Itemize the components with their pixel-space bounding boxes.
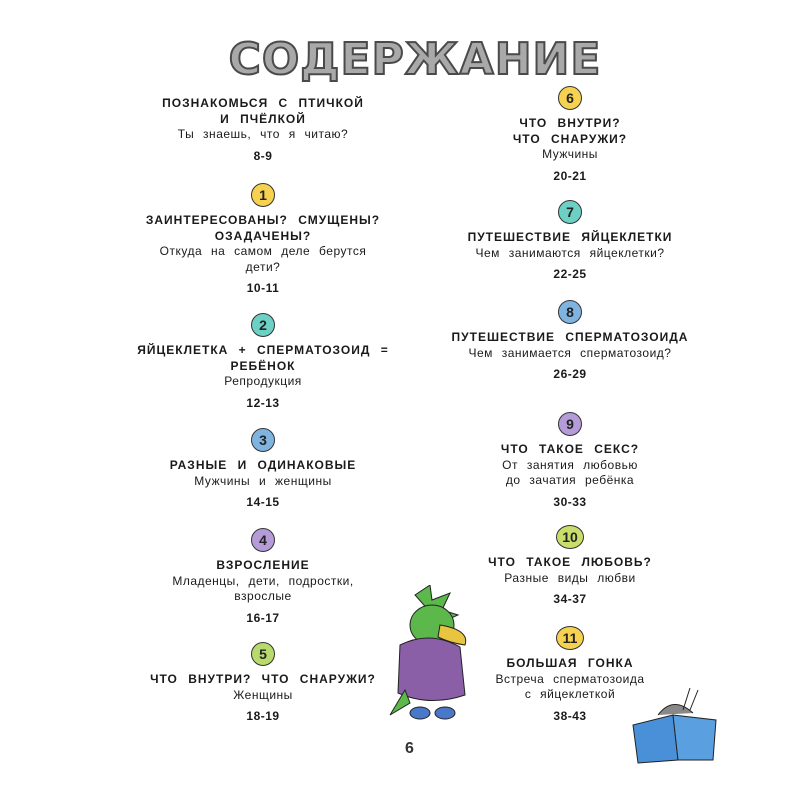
- chapter-subtitle: Младенцы, дети, подростки,: [172, 573, 354, 588]
- chapter-title: ЗАИНТЕРЕСОВАНЫ? СМУЩЕНЫ?: [145, 213, 381, 227]
- chapter-pages: 22-25: [553, 267, 587, 281]
- chapter-pages: 16-17: [246, 610, 280, 625]
- chapter-subtitle: Чем занимается сперматозоид?: [468, 345, 672, 360]
- chapter-subtitle: Мужчины: [542, 147, 598, 161]
- chapter-number-badge: 8: [558, 300, 582, 324]
- chapter-subtitle: Откуда на самом деле берутся: [159, 244, 367, 258]
- chapter-title: ЧТО СНАРУЖИ?: [512, 131, 628, 146]
- chapter-number-badge: 7: [558, 200, 582, 224]
- chapter-title: ЧТО ВНУТРИ? ЧТО СНАРУЖИ?: [150, 672, 376, 686]
- chapter-number-badge: 5: [251, 642, 275, 666]
- chapter-pages: 34-37: [553, 592, 587, 606]
- chapter-subtitle: с яйцеклеткой: [524, 687, 616, 701]
- parrot-illustration: [389, 585, 467, 720]
- chapter-pages: 12-13: [246, 395, 280, 410]
- chapter-title: ПОЗНАКОМЬСЯ С ПТИЧКОЙ: [162, 96, 364, 110]
- chapter-title: ПУТЕШЕСТВИЕ СПЕРМАТОЗОИДА: [451, 330, 689, 344]
- book-illustration: [632, 687, 717, 764]
- chapter-title: ЯЙЦЕКЛЕТКА + СПЕРМАТОЗОИД =: [137, 343, 389, 357]
- chapter-title: ОЗАДАЧЕНЫ?: [214, 228, 312, 243]
- chapter-number-badge: 6: [558, 86, 582, 110]
- chapter-number-badge: 10: [556, 525, 584, 549]
- chapter-pages: 8-9: [253, 148, 273, 163]
- chapter-title: ЧТО ВНУТРИ?: [519, 116, 621, 130]
- chapter-number-badge: 11: [556, 626, 584, 650]
- chapter-number-badge: 4: [251, 528, 275, 552]
- page-title: СОДЕРЖАНИЕ: [228, 33, 602, 86]
- chapter-pages: 20-21: [553, 168, 587, 183]
- chapter-pages: 18-19: [246, 709, 280, 723]
- chapter-title: ЧТО ТАКОЕ СЕКС?: [500, 442, 640, 456]
- chapter-title: РАЗНЫЕ И ОДИНАКОВЫЕ: [169, 458, 357, 472]
- chapter-title: ВЗРОСЛЕНИЕ: [216, 558, 310, 572]
- chapter-title: ЧТО ТАКОЕ ЛЮБОВЬ?: [488, 555, 652, 569]
- chapter-subtitle: до зачатия ребёнка: [505, 473, 635, 487]
- chapter-subtitle: Ты знаешь, что я читаю?: [177, 127, 349, 141]
- chapter-title: БОЛЬШАЯ ГОНКА: [506, 656, 634, 670]
- chapter-pages: 38-43: [553, 708, 587, 723]
- chapter-pages: 26-29: [553, 367, 587, 381]
- chapter-subtitle: От занятия любовью: [502, 457, 638, 472]
- chapter-title: РЕБЁНОК: [230, 358, 296, 373]
- chapter-subtitle: Женщины: [233, 687, 293, 702]
- chapter-title: ПУТЕШЕСТВИЕ ЯЙЦЕКЛЕТКИ: [467, 230, 673, 244]
- chapter-subtitle: Разные виды любви: [504, 570, 636, 585]
- chapter-number-badge: 1: [251, 183, 275, 207]
- chapter-subtitle: взрослые: [234, 589, 292, 603]
- chapter-number-badge: 3: [251, 428, 275, 452]
- chapter-pages: 10-11: [246, 281, 280, 295]
- chapter-subtitle: Репродукция: [224, 374, 302, 388]
- chapter-subtitle: Мужчины и женщины: [194, 473, 332, 488]
- chapter-subtitle: дети?: [245, 259, 281, 274]
- chapter-number-badge: 2: [251, 313, 275, 337]
- chapter-pages: 14-15: [246, 495, 280, 509]
- chapter-subtitle: Встреча сперматозоида: [495, 671, 645, 686]
- page-number: 6: [405, 740, 414, 757]
- chapter-pages: 30-33: [553, 494, 587, 509]
- chapter-title: И ПЧЁЛКОЙ: [220, 111, 306, 126]
- chapter-subtitle: Чем занимаются яйцеклетки?: [475, 245, 665, 260]
- chapter-number-badge: 9: [558, 412, 582, 436]
